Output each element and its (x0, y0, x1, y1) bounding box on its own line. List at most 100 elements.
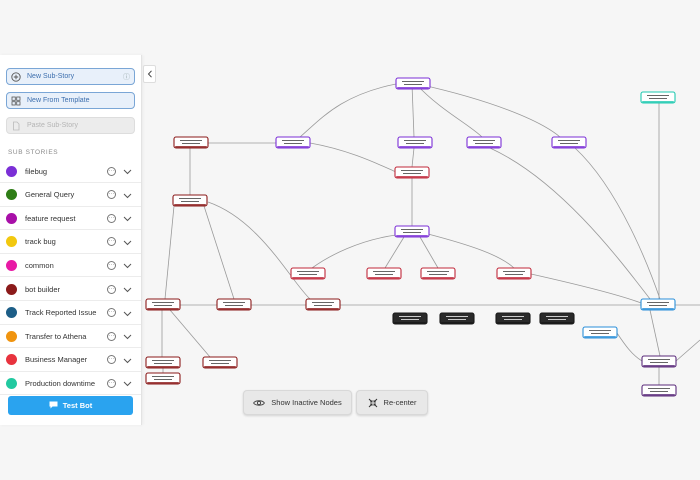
chevron-down-icon[interactable] (123, 233, 132, 251)
flow-node[interactable] (420, 267, 456, 280)
flow-node[interactable] (439, 312, 475, 325)
flow-node[interactable] (392, 312, 428, 325)
story-color-dot (6, 212, 17, 224)
flow-node[interactable] (466, 136, 502, 149)
flow-node[interactable] (173, 136, 209, 149)
flow-node[interactable] (394, 166, 430, 179)
flow-node[interactable] (551, 136, 587, 149)
flow-edge (616, 332, 643, 362)
flow-node[interactable] (202, 356, 238, 369)
flow-node[interactable] (539, 312, 575, 325)
chevron-down-icon[interactable] (123, 256, 132, 274)
flow-edge (415, 83, 483, 138)
flow-node[interactable] (145, 372, 181, 385)
chevron-down-icon[interactable] (123, 186, 132, 204)
sub-story-item[interactable]: feature request··· (0, 207, 141, 231)
flow-node[interactable] (290, 267, 326, 280)
flow-node[interactable] (641, 384, 677, 397)
story-name: filebug (25, 166, 48, 176)
flow-edge (411, 83, 415, 138)
story-name: General Query (25, 190, 75, 200)
test-bot-button[interactable]: Test Bot (8, 396, 133, 415)
flow-node[interactable] (397, 136, 433, 149)
flow-node[interactable] (145, 298, 181, 311)
new-from-template-button[interactable]: New From Template (6, 92, 135, 109)
chevron-down-icon[interactable] (123, 280, 132, 298)
sub-story-item[interactable]: Transfer to Athena ··· (0, 325, 141, 349)
ellipsis-circle-icon[interactable]: ··· (107, 166, 116, 176)
grid-icon (11, 96, 21, 106)
chevron-down-icon[interactable] (123, 162, 132, 180)
flow-edge (427, 233, 515, 269)
ellipsis-circle-icon[interactable]: ··· (107, 237, 116, 247)
sub-story-item[interactable]: common ··· (0, 254, 141, 278)
sub-story-item[interactable]: filebug ··· (0, 160, 141, 183)
show-inactive-nodes-button[interactable]: Show Inactive Nodes (243, 390, 352, 415)
collapse-sidebar-button[interactable] (143, 65, 156, 83)
flow-node[interactable] (172, 194, 208, 207)
flow-canvas[interactable] (142, 55, 700, 425)
flow-node[interactable] (145, 356, 181, 369)
flow-node[interactable] (640, 298, 676, 311)
chevron-down-icon[interactable] (123, 304, 132, 322)
flow-node[interactable] (641, 355, 677, 368)
flow-node[interactable] (394, 225, 430, 238)
flow-edge (649, 309, 661, 357)
story-name: Business Manager (25, 355, 88, 365)
flow-edge (574, 147, 661, 300)
sub-stories-heading: SUB STORIES (8, 149, 59, 156)
flow-node[interactable] (395, 77, 431, 90)
sub-story-item[interactable]: bot builder ··· (0, 278, 141, 301)
flow-node[interactable] (640, 91, 676, 104)
ellipsis-circle-icon[interactable]: ··· (107, 331, 116, 341)
new-from-template-label: New From Template (27, 97, 90, 104)
ellipsis-circle-icon[interactable]: ··· (107, 190, 116, 200)
sub-story-item[interactable]: Business Manager ··· (0, 349, 141, 372)
show-inactive-nodes-label: Show Inactive Nodes (271, 398, 342, 407)
flow-node[interactable] (216, 298, 252, 311)
flow-node[interactable] (275, 136, 311, 149)
ellipsis-circle-icon[interactable]: ··· (107, 308, 116, 318)
flow-edge (530, 273, 642, 304)
story-name: bot builder (25, 284, 61, 294)
recenter-label: Re-center (383, 398, 417, 407)
paste-sub-story-button[interactable]: Paste Sub-Story (6, 117, 135, 134)
flow-node[interactable] (495, 312, 531, 325)
chevron-down-icon[interactable] (123, 374, 132, 392)
flow-edge (384, 236, 405, 269)
flow-node[interactable] (496, 267, 532, 280)
story-color-dot (6, 189, 17, 201)
story-name: Track Reported Issue (25, 308, 97, 318)
info-icon[interactable]: ⓘ (123, 73, 130, 81)
sub-story-item[interactable]: Track Reported Issue ··· (0, 302, 141, 325)
flow-edge (309, 142, 397, 173)
story-color-dot (6, 236, 17, 248)
sub-story-item[interactable]: General Query ··· (0, 184, 141, 207)
flow-node[interactable] (366, 267, 402, 280)
story-name: common (25, 260, 54, 270)
document-icon (11, 121, 21, 131)
ellipsis-circle-icon[interactable]: ··· (107, 355, 116, 365)
story-color-dot (6, 259, 17, 271)
story-color-dot (6, 377, 17, 389)
flow-edge (417, 83, 561, 138)
flow-edge (207, 201, 311, 300)
chevron-down-icon[interactable] (123, 327, 132, 345)
new-sub-story-button[interactable]: New Sub-Story ⓘ (6, 68, 135, 85)
flow-node[interactable] (582, 326, 618, 339)
sub-story-item[interactable]: track bug··· (0, 231, 141, 254)
ellipsis-circle-icon[interactable]: ··· (107, 213, 116, 223)
ellipsis-circle-icon[interactable]: ··· (107, 284, 116, 294)
flow-edge (299, 83, 397, 138)
sub-story-item[interactable]: Production downtime··· (0, 372, 141, 396)
ellipsis-circle-icon[interactable]: ··· (107, 260, 116, 270)
plus-circle-icon (11, 71, 21, 82)
chevron-down-icon[interactable] (123, 209, 132, 227)
recenter-button[interactable]: Re-center (356, 390, 428, 415)
story-name: Transfer to Athena (25, 331, 87, 341)
flow-node[interactable] (305, 298, 341, 311)
chat-icon (49, 401, 58, 411)
flow-edge (203, 205, 235, 300)
ellipsis-circle-icon[interactable]: ··· (107, 378, 116, 388)
chevron-down-icon[interactable] (123, 351, 132, 369)
